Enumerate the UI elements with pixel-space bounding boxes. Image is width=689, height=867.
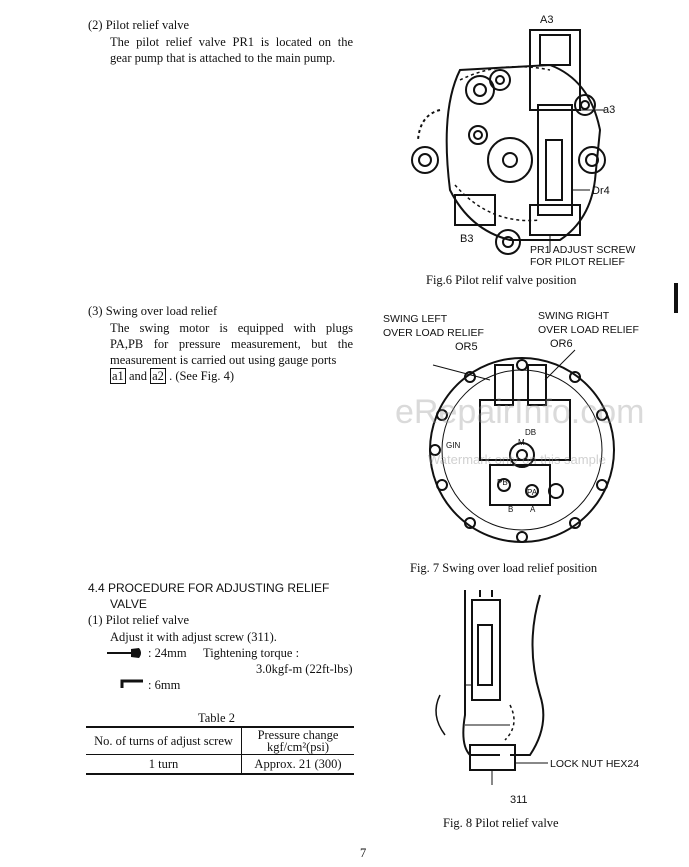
pilot-relief-line-2: gear pump that is attached to the main p… [110,51,336,65]
fig8-lock-nut: LOCK NUT HEX24 [550,758,639,770]
table2-header-pressure-1: Pressure change [257,728,339,742]
fig7-right-label-1: SWING RIGHT [538,310,610,322]
swing-overload-heading: (3) Swing over load relief [88,304,218,318]
fig6-label-dr4: Dr4 [592,185,610,197]
wrench-icon [107,648,141,658]
fig7-m: M [518,438,525,447]
gauge-port-a2: a2 [150,368,166,384]
procedure-heading-2: VALVE [110,597,147,611]
fig6-label-a3: a3 [603,104,615,116]
table2-header-pressure-2: kgf/cm²(psi) [266,740,330,754]
table2-cell-turns: 1 turn [86,754,242,775]
fig6-label-b3: B3 [460,233,473,245]
fig6-caption: Fig.6 Pilot relif valve position [426,273,577,287]
fig7-left-label-1: SWING LEFT [383,313,448,325]
torque-value: 3.0kgf-m (22ft-lbs) [256,662,353,676]
hex-key-icon [120,679,143,688]
fig6-pump-drawing: A3 a3 Dr4 B3 PR1 ADJUST SCREW FOR PILOT … [411,14,635,268]
table2-header-turns: No. of turns of adjust screw [86,726,242,755]
pilot-relief-line-1: The pilot relief valve PR1 is located on… [110,35,353,49]
fig6-label-a3-top: A3 [540,14,553,26]
fig7-gin: GIN [446,441,460,450]
swing-line-4: a1 and a2 . (See Fig. 4) [110,368,234,384]
torque-label: Tightening torque : [203,646,300,660]
table2: No. of turns of adjust screw Pressure ch… [86,726,354,775]
fig8-part-311: 311 [510,794,528,806]
fig8-caption: Fig. 8 Pilot relief valve [443,816,559,830]
fig7-a: A [530,505,536,514]
pilot-relief-heading: (2) Pilot relief valve [88,18,190,32]
fig7-swing-motor-drawing: SWING LEFT OVER LOAD RELIEF OR5 SWING RI… [383,310,639,543]
table2-title: Table 2 [198,711,235,725]
table2-cell-pressure: Approx. 21 (300) [241,754,354,775]
table2-header-pressure: Pressure change kgf/cm²(psi) [241,726,354,755]
watermark-main: eRepairInfo.com [395,393,645,431]
fig7-pa: PA [527,488,538,497]
hex-key-size: : 6mm [148,678,181,692]
swing-line-1: The swing motor is equipped with plugs [110,321,353,335]
fig7-left-label-2: OVER LOAD RELIEF [383,327,484,339]
fig7-or6: OR6 [550,338,573,350]
fig7-db: DB [525,428,536,437]
fig8-valve-drawing: LOCK NUT HEX24 311 [435,590,639,806]
adjust-instruction: Adjust it with adjust screw (311). [110,630,277,644]
fig6-label-adjust-2: FOR PILOT RELIEF [530,256,625,268]
and-text: and [125,369,151,383]
wrench-size: : 24mm [148,646,187,660]
fig7-b: B [508,505,513,514]
page-number: 7 [360,846,367,860]
procedure-heading: 4.4 PROCEDURE FOR ADJUSTING RELIEF [88,581,330,595]
watermark-sub: Watermark only on this sample [428,452,606,467]
fig7-or5: OR5 [455,341,478,353]
swing-line-3: measurement is carried out using gauge p… [110,353,337,367]
swing-line-2: PA,PB for pressure measurement, but the [110,337,353,351]
pilot-relief-item: (1) Pilot relief valve [88,613,190,627]
fig7-caption: Fig. 7 Swing over load relief position [410,561,598,575]
fig7-pb: PB [497,478,508,487]
fig7-right-label-2: OVER LOAD RELIEF [538,324,639,336]
see-fig-text: . (See Fig. 4) [165,369,234,383]
fig6-label-adjust-1: PR1 ADJUST SCREW [530,244,635,256]
page-edge-marker [674,283,678,313]
gauge-port-a1: a1 [110,368,126,384]
